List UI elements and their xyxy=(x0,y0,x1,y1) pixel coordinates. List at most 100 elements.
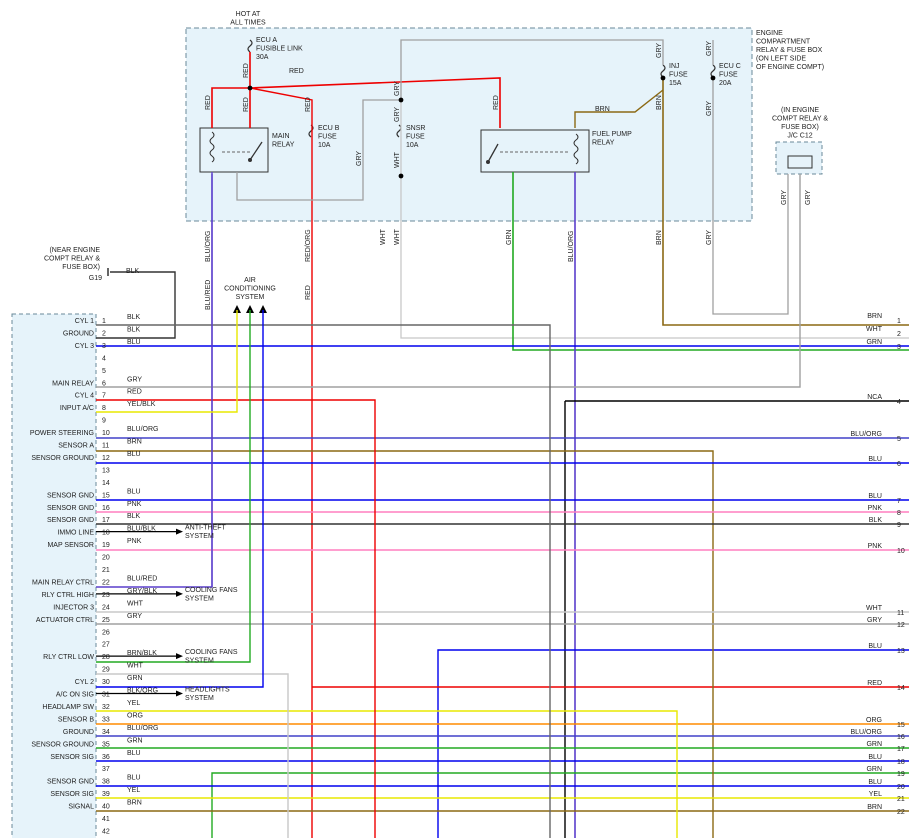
right-wire-label: ORG xyxy=(866,717,882,724)
pin-number: 29 xyxy=(102,667,110,674)
right-pin-number: 12 xyxy=(897,622,905,629)
pin-label: SENSOR GROUND xyxy=(31,455,94,462)
engine-box-title-line: RELAY & FUSE BOX xyxy=(756,47,823,54)
main-relay xyxy=(199,127,269,173)
wire-color-label: YEL xyxy=(127,700,140,707)
wire-label: BLU/ORG xyxy=(568,230,575,262)
wire-color-label: YEL/BLK xyxy=(127,401,156,408)
right-pin-number: 2 xyxy=(897,331,901,338)
right-pin-number: 21 xyxy=(897,796,905,803)
pin-number: 11 xyxy=(102,443,109,450)
pin-label: MAIN RELAY xyxy=(52,380,94,387)
arrow-up-icon xyxy=(259,305,267,313)
red-feed-wire xyxy=(249,52,501,128)
engine-box-title-line: (ON LEFT SIDE xyxy=(756,56,806,63)
pin-label: SIGNAL xyxy=(68,804,94,811)
right-wire-label: PNK xyxy=(868,505,883,512)
wire-color-label: WHT xyxy=(127,600,144,607)
right-pin-number: 8 xyxy=(897,510,901,517)
right-wire-label: BLU/ORG xyxy=(850,431,882,438)
subsystem-label: HEADLIGHTS xyxy=(185,687,230,694)
arrow-icon xyxy=(176,653,183,660)
fuse-inj-label: INJ xyxy=(669,63,680,70)
pin-number: 33 xyxy=(102,716,110,723)
right-pin-number: 19 xyxy=(897,771,905,778)
pin-number: 32 xyxy=(102,704,110,711)
splice-dot xyxy=(660,75,666,81)
red-relay-wire xyxy=(211,87,250,128)
jc-c12-box xyxy=(775,141,823,175)
wire-color-label: PNK xyxy=(127,501,142,508)
wire-color-label: BRN/BLK xyxy=(127,650,157,657)
wire-color-label: BLK xyxy=(127,314,141,321)
pin-number: 2 xyxy=(102,330,106,337)
wire-label: RED xyxy=(493,95,500,110)
engine-box-title-line: ENGINE xyxy=(756,30,783,37)
wire-label: BRN xyxy=(595,106,610,113)
pin-number: 21 xyxy=(102,567,110,574)
pin-number: 13 xyxy=(102,467,110,474)
pin-label: POWER STEERING xyxy=(30,430,94,437)
jc-label-line: COMPT RELAY & xyxy=(772,116,828,123)
pin-29-wire xyxy=(96,310,251,663)
pin-31-wire xyxy=(96,310,264,688)
arrow-up-icon xyxy=(246,305,254,313)
pin-label: RLY CTRL LOW xyxy=(43,654,94,661)
ground-note-line: (NEAR ENGINE xyxy=(49,247,100,254)
right-pin-number: 6 xyxy=(897,461,901,468)
right-pin-number: 1 xyxy=(897,318,901,325)
right-pin-number: 7 xyxy=(897,498,901,505)
pin-label: INJECTOR 3 xyxy=(53,604,94,611)
pin-number: 5 xyxy=(102,368,106,375)
wire-color-label: BLK xyxy=(127,326,141,333)
ground-id: G19 xyxy=(89,275,102,282)
right-pin-number: 15 xyxy=(897,722,905,729)
jc-label-line: J/C C12 xyxy=(787,133,812,140)
wire-color-label: GRY xyxy=(127,376,142,383)
engine-fuse-box xyxy=(185,27,753,222)
pin-number: 30 xyxy=(102,679,110,686)
wire-label: RED xyxy=(243,97,250,112)
pin-number: 18 xyxy=(102,530,110,537)
subsystem-label: SYSTEM xyxy=(185,595,214,602)
subsystem-label: SYSTEM xyxy=(185,658,214,665)
fuse-a-label: 30A xyxy=(256,54,269,61)
wire-label: GRY xyxy=(706,101,713,116)
pin-label: GROUND xyxy=(63,729,94,736)
pin-32-wire xyxy=(96,710,678,838)
grn-wire xyxy=(512,172,909,351)
wire-label: WHT xyxy=(394,228,401,245)
ground-note-line: COMPT RELAY & xyxy=(44,256,100,263)
right-wire-label: GRN xyxy=(866,766,882,773)
pin-number: 16 xyxy=(102,505,110,512)
pin-number: 20 xyxy=(102,555,110,562)
right-pin-number: 5 xyxy=(897,436,901,443)
pin-number: 4 xyxy=(102,355,106,362)
wire-color-label: WHT xyxy=(127,663,144,670)
arrow-icon xyxy=(176,690,183,697)
pin-number: 41 xyxy=(102,816,110,823)
red-org-wire xyxy=(249,87,313,838)
pin-number: 10 xyxy=(102,430,110,437)
pin-label: SENSOR GROUND xyxy=(31,741,94,748)
pin-number: 24 xyxy=(102,604,110,611)
wire-label: RED/ORG xyxy=(305,229,312,262)
pin-30-wire xyxy=(96,673,289,838)
wire-label: RED xyxy=(243,63,250,78)
ecm-connector xyxy=(11,313,97,838)
right-wire-label: RED xyxy=(867,680,882,687)
wire-label: GRY xyxy=(706,230,713,245)
fuse-inj-label: FUSE xyxy=(669,72,688,79)
fuse-c-label: FUSE xyxy=(719,72,738,79)
pin-number: 36 xyxy=(102,754,110,761)
right-wire-label: NCA xyxy=(867,394,882,401)
right-wire-label: WHT xyxy=(866,605,883,612)
wire-color-label: BLU/ORG xyxy=(127,426,159,433)
jc-label-line: (IN ENGINE xyxy=(781,107,819,114)
